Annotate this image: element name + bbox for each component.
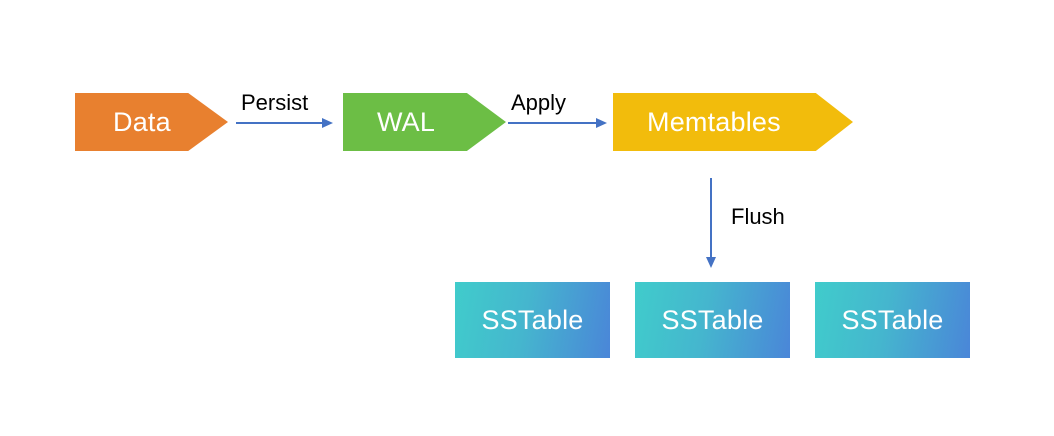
node-sstable-3-label: SSTable [841,304,944,335]
edge-persist-line [236,122,324,124]
edge-flush-arrowhead-icon [706,257,716,268]
node-sstable-2-label: SSTable [661,304,764,335]
node-wal-label: WAL [377,106,436,137]
node-wal[interactable]: WAL [343,93,506,151]
edge-apply-label: Apply [511,90,567,115]
node-sstable-1-label: SSTable [481,304,584,335]
node-sstable-2[interactable]: SSTable [635,282,790,358]
node-memtables-label: Memtables [647,106,781,137]
node-sstable-1[interactable]: SSTable [455,282,610,358]
edge-apply-arrowhead-icon [596,118,607,128]
node-sstable-3[interactable]: SSTable [815,282,970,358]
edge-persist-label: Persist [241,90,309,115]
node-memtables[interactable]: Memtables [613,93,853,151]
node-data-label: Data [113,106,171,137]
edge-apply-line [508,122,598,124]
edge-persist-arrowhead-icon [322,118,333,128]
node-data[interactable]: Data [75,93,228,151]
edge-flush-line [710,178,712,259]
edge-flush-label: Flush [731,204,785,229]
